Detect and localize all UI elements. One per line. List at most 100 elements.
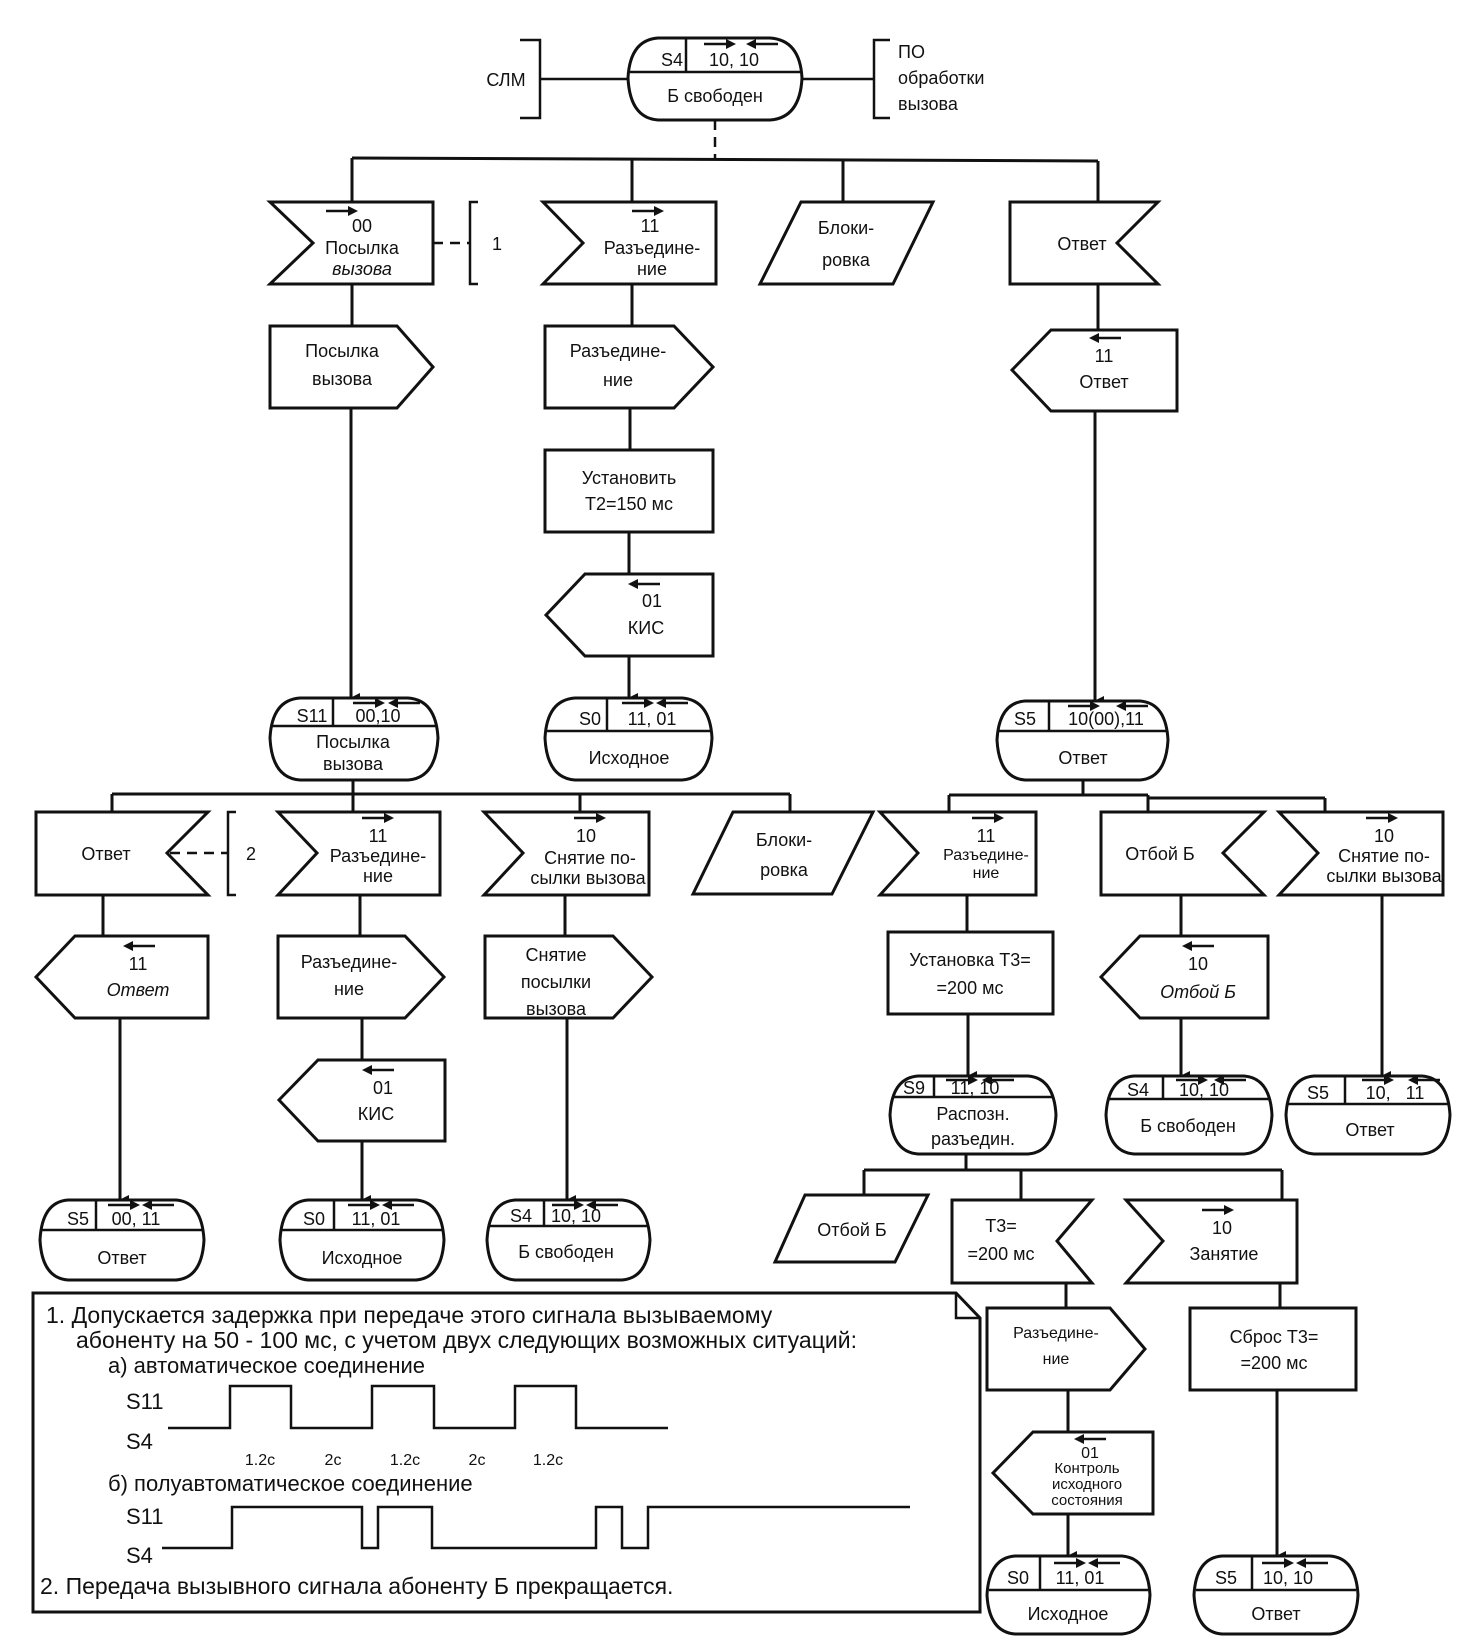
task-label-1: Установить xyxy=(582,468,676,488)
output-label-2: ние xyxy=(1043,1351,1070,1368)
signal-code: 11 xyxy=(1095,346,1114,366)
output-kis-2[interactable]: 01 КИС xyxy=(276,1058,447,1143)
output-initial-state-check[interactable]: 01 Контроль исходного состояния xyxy=(990,1430,1155,1516)
event-label: Отбой Б xyxy=(817,1220,886,1240)
output-disconnect-2[interactable]: Разъедине- ние xyxy=(276,934,447,1020)
input-answer[interactable]: Ответ xyxy=(1008,200,1162,286)
state-name: Исходное xyxy=(322,1248,403,1268)
timer-label-1: Т3= xyxy=(985,1216,1017,1236)
output-disconnect-3[interactable]: Разъедине- ние xyxy=(985,1306,1147,1392)
state-s5-answer-2[interactable]: S5 10, 11 Ответ xyxy=(1284,1073,1452,1156)
state-s4-b-free-2[interactable]: S4 10, 10 Б свободен xyxy=(485,1198,652,1282)
state-name: Ответ xyxy=(1345,1120,1394,1140)
output-answer[interactable]: 11 Ответ xyxy=(1009,328,1179,413)
note-b-level-low: S4 xyxy=(126,1543,153,1568)
timer-label-2: =200 мс xyxy=(968,1244,1035,1264)
task-label-1: Установка Т3= xyxy=(909,950,1031,970)
blocking-event-2[interactable]: Блоки- ровка xyxy=(690,810,876,896)
state-name: Ответ xyxy=(1058,748,1107,768)
state-s11-call-sending[interactable]: S11 00,10 Посылка вызова xyxy=(268,696,440,782)
state-signals: 10, 10 xyxy=(551,1206,601,1226)
note-item-2: 2. Передача вызывного сигнала абоненту Б… xyxy=(40,1573,673,1599)
state-signals: 10, 10 xyxy=(709,50,759,70)
state-name: Б свободен xyxy=(518,1242,614,1262)
signal-label-1: Разъедине- xyxy=(943,847,1029,864)
signal-code: 10 xyxy=(1374,826,1394,846)
output-label-2: ние xyxy=(603,370,633,390)
event-label-2: ровка xyxy=(760,860,809,880)
side-bracket-slm: СЛМ xyxy=(486,38,628,120)
note-a-level-high: S11 xyxy=(126,1389,164,1414)
state-id: S5 xyxy=(1307,1083,1329,1103)
branch-s9 xyxy=(862,1154,1284,1200)
input-call-request[interactable]: 00 Посылка вызова xyxy=(266,200,435,286)
signal-label-2: ние xyxy=(973,865,1000,882)
state-s5-answer-3[interactable]: S5 00, 11 Ответ xyxy=(38,1198,206,1282)
input-cancel-call-2[interactable]: 10 Снятие по- сылки вызова xyxy=(1275,810,1445,897)
note-a-level-low: S4 xyxy=(126,1429,153,1454)
state-id: S0 xyxy=(303,1209,325,1229)
state-s0-initial[interactable]: S0 11, 01 Исходное xyxy=(543,696,714,782)
output-disconnect[interactable]: Разъедине- ние xyxy=(543,324,716,410)
note-ref-1: 1 xyxy=(433,200,502,286)
state-name-1: Распозн. xyxy=(936,1104,1009,1124)
state-id: S4 xyxy=(661,50,683,70)
output-kis[interactable]: 01 КИС xyxy=(543,572,715,658)
state-s0-initial-3[interactable]: S0 11, 01 Исходное xyxy=(985,1554,1152,1636)
signal-code: 10 xyxy=(1188,954,1208,974)
input-disconnect-3[interactable]: 11 Разъедине- ние xyxy=(876,810,1038,897)
signal-label-2: ние xyxy=(363,866,393,886)
output-cancel-call[interactable]: Снятие посылки вызова xyxy=(483,934,655,1020)
signal-label: Ответ xyxy=(1057,234,1106,254)
state-id: S11 xyxy=(297,706,328,726)
state-s9-recognize-disconnect[interactable]: S9 11, 10 Распозн. разъедин. xyxy=(888,1073,1058,1156)
input-release-b[interactable]: Отбой Б xyxy=(1099,810,1268,897)
signal-label: КИС xyxy=(358,1104,394,1124)
state-s0-initial-2[interactable]: S0 11, 01 Исходное xyxy=(278,1198,446,1282)
timing-label-2: 2с xyxy=(325,1452,342,1469)
signal-code: 11 xyxy=(977,826,996,846)
input-cancel-call[interactable]: 10 Снятие по- сылки вызова xyxy=(480,810,651,897)
signal-label-1: Снятие по- xyxy=(544,848,636,868)
task-set-t3[interactable]: Установка Т3= =200 мс xyxy=(886,930,1055,1016)
branch-top xyxy=(350,120,1100,202)
signal-code: 11 xyxy=(369,826,388,846)
state-s4-b-free[interactable]: S4 10, 10 Б свободен xyxy=(1104,1073,1274,1156)
input-seize[interactable]: 10 Занятие xyxy=(1122,1198,1299,1285)
output-label-1: Разъедине- xyxy=(1013,1325,1099,1342)
signal-label: Ответ xyxy=(81,844,130,864)
event-label-1: Блоки- xyxy=(818,218,874,238)
state-name-2: разъедин. xyxy=(931,1129,1015,1149)
input-disconnect-2[interactable]: 11 Разъедине- ние xyxy=(274,810,442,897)
state-s5-answer[interactable]: S5 10(00),11 Ответ xyxy=(995,699,1170,782)
side-label-slm: СЛМ xyxy=(486,70,525,90)
state-signals: 11, 10 xyxy=(951,1078,1000,1098)
blocking-event[interactable]: Блоки- ровка xyxy=(757,200,936,286)
task-reset-t3[interactable]: Сброс Т3= =200 мс xyxy=(1188,1306,1358,1392)
task-set-t2[interactable]: Установить Т2=150 мс xyxy=(543,448,715,534)
state-name: Ответ xyxy=(1251,1604,1300,1624)
timer-t3-expiry[interactable]: Т3= =200 мс xyxy=(950,1198,1096,1285)
output-call-request[interactable]: Посылка вызова xyxy=(268,324,435,410)
input-answer-2[interactable]: Ответ xyxy=(34,810,212,897)
state-signals: 11, 01 xyxy=(352,1209,401,1229)
input-disconnect[interactable]: 11 Разъедине- ние xyxy=(539,200,718,286)
state-s5-answer-4[interactable]: S5 10, 10 Ответ xyxy=(1192,1554,1360,1636)
task-label-2: =200 мс xyxy=(937,978,1004,998)
output-release-b[interactable]: 10 Отбой Б xyxy=(1098,934,1270,1020)
note-case-b: б) полуавтоматическое соединение xyxy=(108,1471,473,1496)
task-label-1: Сброс Т3= xyxy=(1230,1327,1319,1347)
output-answer-2[interactable]: 11 Ответ xyxy=(33,934,210,1020)
state-signals: 10(00),11 xyxy=(1068,709,1144,729)
signal-label-1: Снятие по- xyxy=(1338,846,1430,866)
signal-label-2: ние xyxy=(637,259,667,279)
state-s4-top[interactable]: S4 10, 10 Б свободен xyxy=(626,36,804,122)
note-item-1-line-2: абоненту на 50 - 100 мс, с учетом двух с… xyxy=(76,1327,857,1353)
signal-code: 01 xyxy=(373,1078,393,1098)
signal-label-2: сылки вызова xyxy=(530,868,646,888)
timing-label-3: 1.2с xyxy=(390,1452,420,1469)
output-label-3: вызова xyxy=(526,999,587,1019)
blocking-release-b[interactable]: Отбой Б xyxy=(772,1193,931,1264)
side-label-line-2: обработки xyxy=(898,68,984,88)
branch-s5 xyxy=(947,780,1327,812)
